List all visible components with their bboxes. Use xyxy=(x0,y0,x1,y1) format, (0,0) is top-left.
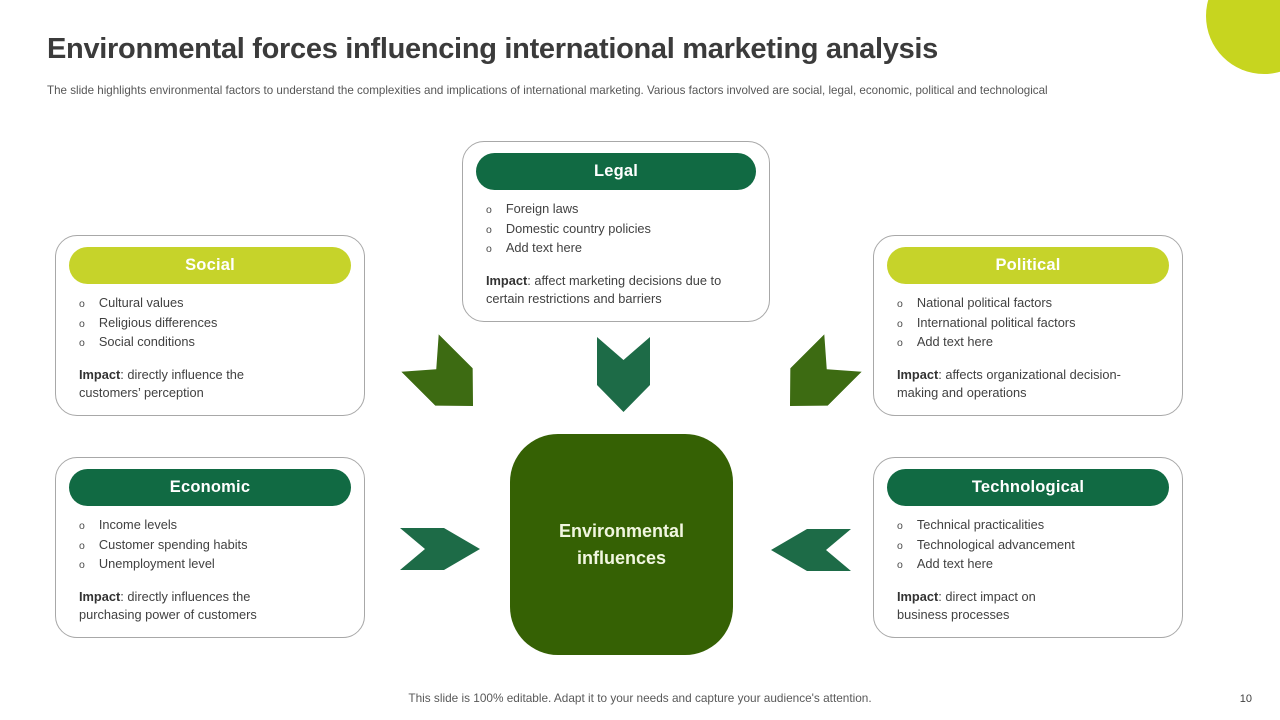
bullet-text: Add text here xyxy=(916,556,993,572)
factor-header-social: Social xyxy=(69,247,351,284)
factor-title-technological: Technological xyxy=(971,478,1085,496)
factor-impact-legal: Impact: affect marketing decisions due t… xyxy=(486,272,761,308)
bullet-text: Social conditions xyxy=(98,334,195,350)
bullet-text: Income levels xyxy=(98,517,178,532)
bullet-item: o Technological advancement xyxy=(897,536,1174,556)
bullet-item: o Add text here xyxy=(486,239,761,259)
bullet-text: Cultural values xyxy=(98,295,184,310)
bullet-text: Technical practicalities xyxy=(916,517,1045,532)
impact-label: Impact xyxy=(79,366,121,382)
arrow-diagonal-down-right-icon xyxy=(401,334,474,407)
factor-title-legal: Legal xyxy=(593,162,639,180)
factor-impact-technological: Impact: direct impact on business proces… xyxy=(897,588,1174,624)
impact-label: Impact xyxy=(897,588,939,604)
bullet-item: o Technical practicalities xyxy=(897,516,1174,536)
bullet-marker-icon: o xyxy=(79,539,85,552)
factor-header-technological: Technological xyxy=(887,469,1169,506)
impact-label: Impact xyxy=(79,588,121,604)
factor-impact-social: Impact: directly influence the customers… xyxy=(79,366,356,402)
bullet-item: o Unemployment level xyxy=(79,555,356,575)
bullet-text: Religious differences xyxy=(98,314,218,330)
factor-header-political: Political xyxy=(887,247,1169,284)
factor-impact-economic: Impact: directly influences the purchasi… xyxy=(79,588,356,624)
bullet-text: Unemployment level xyxy=(98,556,215,572)
arrow-diagonal-down-left-icon xyxy=(789,334,862,407)
bullet-text: Add text here xyxy=(916,334,993,350)
factor-title-political: Political xyxy=(995,256,1061,274)
bullet-marker-icon: o xyxy=(897,520,903,532)
impact-text: : affects organizational decision- makin… xyxy=(897,366,1121,400)
page-subtitle: The slide highlights environmental facto… xyxy=(47,84,1048,97)
factor-impact-political: Impact: affects organizational decision-… xyxy=(897,366,1174,402)
arrow-right-icon xyxy=(400,528,480,570)
arrow-left-icon xyxy=(771,529,851,571)
footer-note: This slide is 100% editable. Adapt it to… xyxy=(408,691,872,705)
bullet-text: National political factors xyxy=(916,295,1052,310)
bullet-item: o Foreign laws xyxy=(486,200,761,220)
page-title: Environmental forces influencing interna… xyxy=(47,33,938,65)
factor-header-economic: Economic xyxy=(69,469,351,506)
bullet-item: o National political factors xyxy=(897,294,1174,314)
impact-text: : affect marketing decisions due to cert… xyxy=(486,272,722,306)
bullet-item: o Social conditions xyxy=(79,333,356,353)
factor-header-legal: Legal xyxy=(476,153,756,190)
bullet-item: o Add text here xyxy=(897,555,1174,575)
bullet-text: Technological advancement xyxy=(916,536,1075,552)
bullet-marker-icon: o xyxy=(79,317,85,330)
bullet-text: Domestic country policies xyxy=(505,220,651,236)
page-number: 10 xyxy=(1239,693,1252,705)
bullet-text: Foreign laws xyxy=(505,201,579,216)
bullet-text: Add text here xyxy=(505,240,582,256)
bullet-marker-icon: o xyxy=(486,223,492,236)
bullet-marker-icon: o xyxy=(79,559,85,572)
bullet-text: Customer spending habits xyxy=(98,536,248,552)
bullet-item: o Religious differences xyxy=(79,314,356,334)
bullet-marker-icon: o xyxy=(897,337,903,350)
impact-label: Impact xyxy=(897,366,939,382)
bullet-marker-icon: o xyxy=(79,337,85,350)
impact-text: : directly influences the purchasing pow… xyxy=(79,588,257,622)
bullet-text: International political factors xyxy=(916,314,1076,330)
bullet-marker-icon: o xyxy=(79,520,85,532)
bullet-item: o Add text here xyxy=(897,333,1174,353)
factor-title-social: Social xyxy=(185,256,235,274)
arrow-down-icon xyxy=(597,337,650,412)
bullet-marker-icon: o xyxy=(486,243,492,256)
lime-circle-icon xyxy=(1206,0,1280,74)
factor-title-economic: Economic xyxy=(169,478,251,496)
impact-text: : directly influence the customers’ perc… xyxy=(79,366,245,400)
bullet-item: o International political factors xyxy=(897,314,1174,334)
bullet-marker-icon: o xyxy=(486,204,492,216)
bullet-item: o Income levels xyxy=(79,516,356,536)
impact-label: Impact xyxy=(486,272,528,288)
bullet-item: o Domestic country policies xyxy=(486,220,761,240)
bullet-marker-icon: o xyxy=(897,298,903,310)
bullet-marker-icon: o xyxy=(79,298,85,310)
bullet-item: o Cultural values xyxy=(79,294,356,314)
bullet-marker-icon: o xyxy=(897,317,903,330)
center-hub: Environmental influences xyxy=(510,434,733,655)
bullet-marker-icon: o xyxy=(897,559,903,572)
bullet-item: o Customer spending habits xyxy=(79,536,356,556)
impact-text: : direct impact on business processes xyxy=(897,588,1036,622)
bullet-marker-icon: o xyxy=(897,539,903,552)
